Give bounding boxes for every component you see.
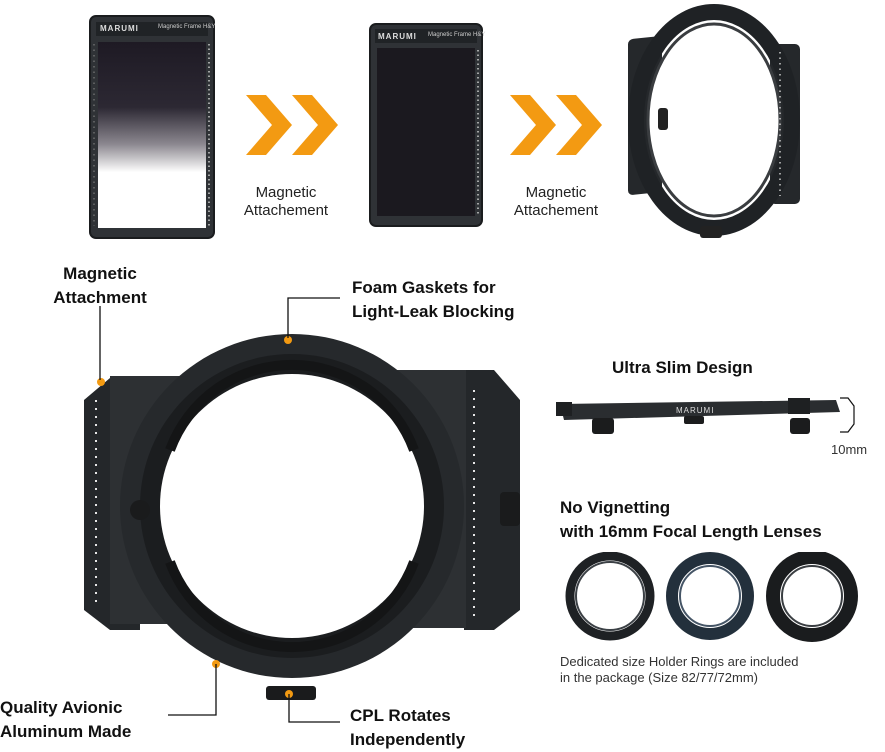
thickness-label: 10mm [831,442,868,457]
filter-holder-angled-image [622,4,806,244]
thickness-bracket [840,397,855,433]
cpl-callout-line1: CPL Rotates [350,706,451,725]
cpl-callout-line2: Independently [350,730,466,749]
step1-caption-line2: Attachement [243,202,329,219]
cpl-callout: CPL Rotates Independently [350,704,520,752]
step2-caption-line1: Magnetic [525,184,587,201]
foam-callout-dot [284,336,292,344]
filter1-brand: MARUMI [100,24,139,33]
rings-note-line2: in the package (Size 82/77/72mm) [560,670,758,685]
vignetting-title-line1: No Vignetting [560,498,671,517]
holder-rings-image [562,552,862,646]
magnetic-callout-dot [97,378,105,386]
filter1-label: Magnetic Frame H&Y [158,24,216,30]
foam-callout-line2: Light-Leak Blocking [352,302,515,321]
magnetic-callout-line1: Magnetic [63,264,137,283]
filter2-brand: MARUMI [378,32,417,41]
magnetic-callout-line2: Attachment [53,288,147,307]
filter-holder-main-image [80,330,524,700]
graduated-nd-filter-image [88,14,216,240]
vignetting-title-line2: with 16mm Focal Length Lenses [560,522,822,541]
step2-caption-line2: Attachement [513,202,599,219]
holder-side-view-image [556,396,846,444]
ultra-slim-title: Ultra Slim Design [612,358,753,377]
foam-callout-line1: Foam Gaskets for [352,278,496,297]
aluminum-callout-line2: Aluminum Made [0,722,132,741]
no-vignetting-title: No Vignetting with 16mm Focal Length Len… [560,496,885,544]
aluminum-callout: Quality Avionic Aluminum Made [0,696,170,744]
nd-filter-image [368,22,484,228]
rings-note-line1: Dedicated size Holder Rings are included [560,654,799,669]
step1-caption-line1: Magnetic [255,184,317,201]
filter2-label: Magnetic Frame H&Y [428,32,486,38]
step2-caption: Magnetic Attachement [494,184,618,220]
aluminum-callout-line1: Quality Avionic [0,698,123,717]
step1-caption: Magnetic Attachement [226,184,346,220]
foam-gaskets-callout: Foam Gaskets for Light-Leak Blocking [352,276,572,324]
double-chevron-right-icon [246,95,344,155]
double-chevron-right-icon-2 [510,95,608,155]
side-view-brand: MARUMI [676,406,715,415]
holder-rings-note: Dedicated size Holder Rings are included… [560,654,880,686]
magnetic-attachment-callout: Magnetic Attachment [40,262,160,310]
